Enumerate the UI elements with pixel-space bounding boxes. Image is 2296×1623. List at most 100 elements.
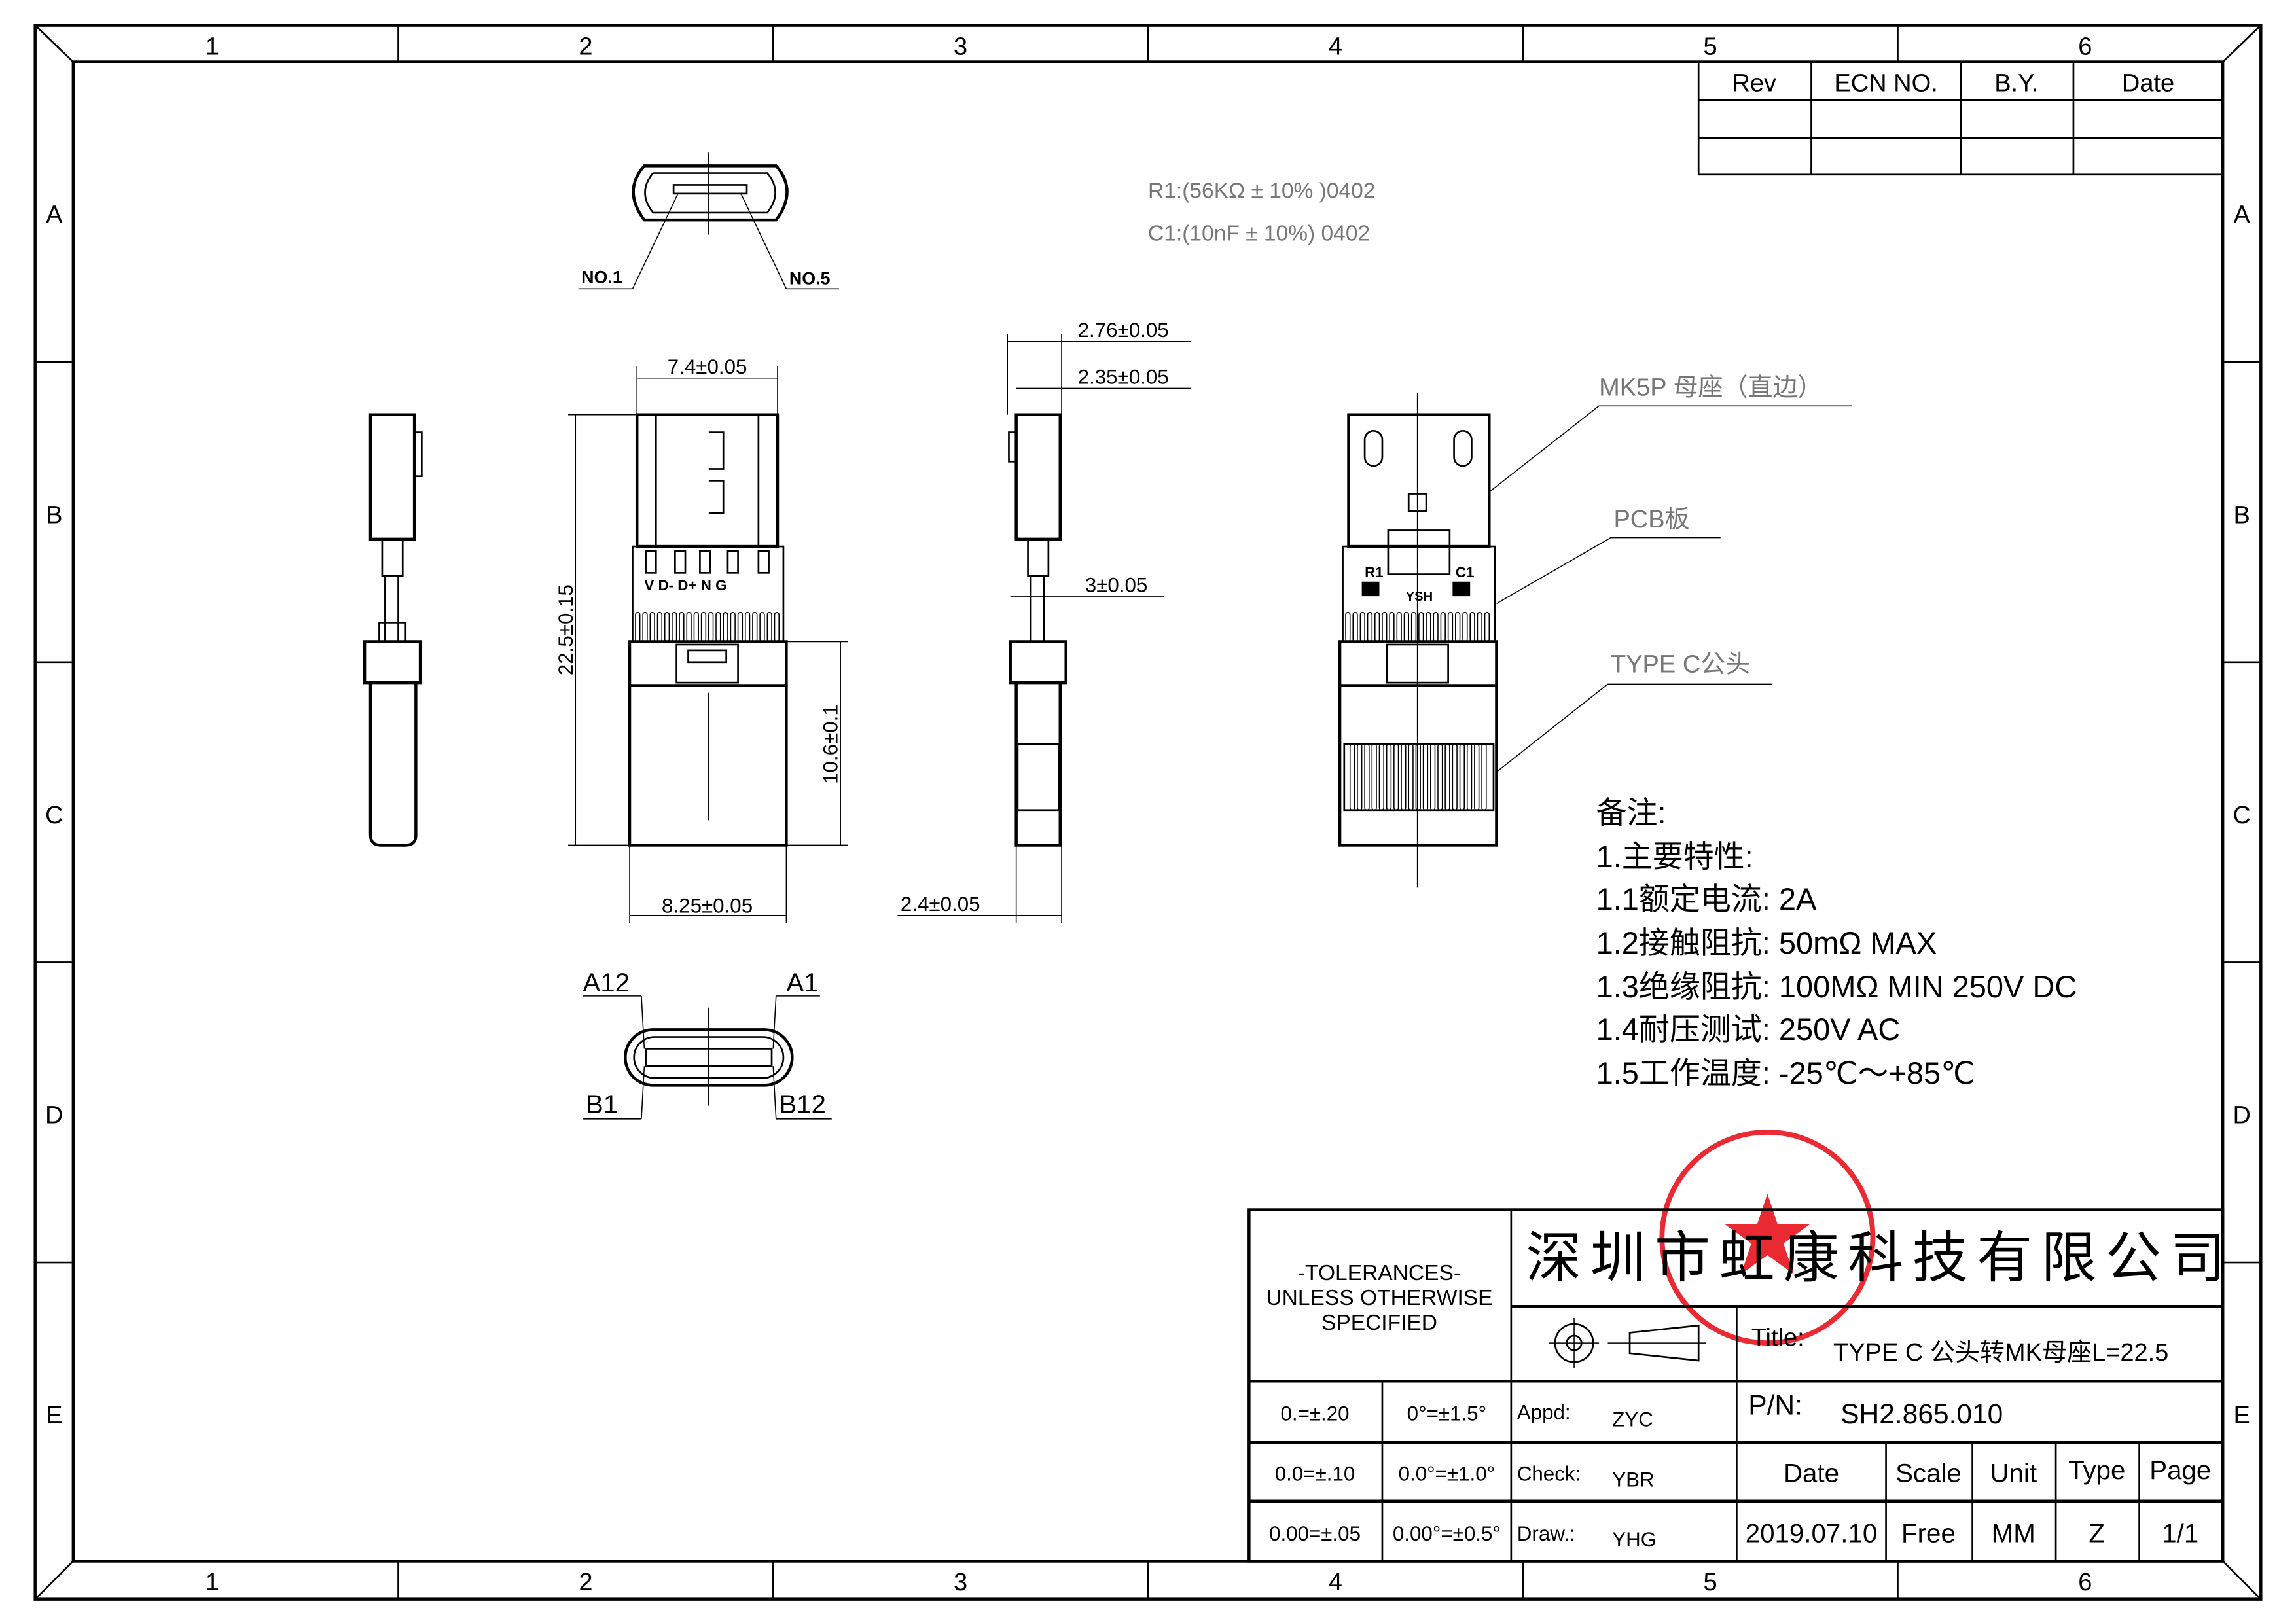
projection-symbol [1549,1318,1706,1368]
contact-pin [686,611,692,643]
column-label: 6 [2078,33,2092,60]
tolerance-value: 0°=±1.5° [1407,1402,1486,1425]
date-value: 2019.07.10 [1746,1518,1878,1548]
notes: 备注: 1.主要特性: 1.1额定电流: 2A 1.2接触阻抗: 50mΩ MA… [1596,795,2077,1090]
column-label: 3 [954,33,967,60]
dim-pcb-thickness: 3±0.05 [1085,573,1148,596]
title-block: 深圳市虹康科技有限公司 -TOLERANCES- UNLESS OTHERWIS… [1247,1208,2234,1563]
pcb-c1-label: C1 [1456,564,1475,580]
company-seal [1659,1130,1876,1346]
contact-pin [1386,743,1392,811]
date-header: Date [1784,1459,1839,1488]
title-label: Title: [1751,1325,1804,1352]
date-header: Date [2122,69,2174,97]
column-label: 4 [1329,1569,1342,1596]
contact-pin [693,611,699,643]
contact-pin [723,611,728,643]
pin-label-no1: NO.1 [581,267,622,287]
contact-pin [679,611,685,643]
company-name: 深圳市虹康科技有限公司 [1526,1227,2234,1289]
appd-label: Appd: [1517,1400,1571,1423]
dim-length: 22.5±0.15 [554,584,577,675]
row-label: B [2234,501,2250,529]
dim-thickness-1: 2.76±0.05 [1078,319,1169,342]
note-item: 1.5工作温度: -25℃～+85℃ [1596,1056,1975,1090]
draw-label: Draw.: [1517,1522,1575,1545]
dim-thickness-2: 2.35±0.05 [1078,366,1169,389]
contact-pin [1345,611,1351,643]
pin-label-b1: B1 [586,1090,618,1119]
contact-pin [1418,611,1424,643]
row-label: B [46,501,62,529]
contact-pin [1422,743,1429,811]
dim-width-bottom: 8.25±0.05 [662,894,753,917]
contact-pin [1367,611,1373,643]
top-view: V D- D+ N G [628,413,788,847]
column-label: 5 [1704,1569,1717,1596]
resistor-note: R1:(56KΩ ± 10% )0402 [1148,179,1375,204]
pin-label-no5: NO.5 [789,269,831,289]
contact-pin [1477,611,1482,643]
contact-pin [1359,611,1365,643]
pcb-r1-label: R1 [1365,564,1384,580]
capacitor-note: C1:(10nF ± 10%) 0402 [1148,221,1370,245]
column-label: 2 [579,1569,592,1596]
row-label: A [2234,202,2251,229]
contact-pin [1403,611,1410,643]
contact-pin [1437,743,1443,811]
callout-typec: TYPE C公头 [1611,651,1750,678]
tolerance-value: 0.=±.20 [1280,1402,1349,1425]
tolerance-value: 0.0=±.10 [1275,1462,1355,1485]
contact-pin [1396,611,1402,643]
draw-value: YHG [1612,1528,1657,1551]
side-view-right: 2.76±0.05 2.35±0.05 3±0.05 2.4±0.05 [897,319,1191,923]
typec-face-view: A12 A1 B1 B12 [583,968,832,1120]
contact-pin [1455,611,1461,643]
check-value: YBR [1612,1468,1654,1491]
contact-pin [1374,611,1380,643]
dim-plug-length: 10.6±0.1 [819,704,842,784]
contact-pin [752,611,758,643]
drawing-frame: 1 2 3 4 5 6 1 2 3 4 5 6 A B C D E A B C … [33,24,2263,1601]
pin-label-a1: A1 [786,968,818,997]
contact-pin [774,611,780,643]
contact-pin [1393,743,1399,811]
contact-pin [1382,611,1388,643]
by-header: B.Y. [1994,69,2038,97]
contact-pin [1466,743,1473,811]
contact-pin [1444,743,1450,811]
page-header: Page [2149,1455,2211,1485]
contact-pin [1378,743,1384,811]
contact-pin [700,611,707,643]
contact-pin [1389,611,1395,643]
pn-label: P/N: [1748,1391,1803,1421]
note-item: 1.主要特性: [1596,839,1753,874]
contact-pin [737,611,744,643]
assembly-view: R1 C1 YSH MK5P 母座（直边） PCB板 TYPE C公头 [1338,374,1853,888]
contact-pin [1484,611,1490,643]
note-item: 1.2接触阻抗: 50mΩ MAX [1596,925,1937,960]
contact-pin [1440,611,1446,643]
column-label: 1 [206,33,219,60]
column-label: 4 [1329,33,1342,60]
contact-pin [1452,743,1458,811]
row-label: A [46,202,63,229]
contact-pin [1408,743,1414,811]
column-label: 1 [206,1569,219,1596]
rev-header: Rev [1732,69,1776,97]
drawing-title: TYPE C 公头转MK母座L=22.5 [1833,1339,2168,1366]
contact-pin [1469,611,1475,643]
tolerance-value: 0.0°=±1.0° [1399,1462,1496,1485]
part-number: SH2.865.010 [1840,1399,2003,1430]
tolerances-title: -TOLERANCES- [1298,1261,1461,1285]
row-label: E [46,1402,62,1429]
contact-pin [708,611,714,643]
micro-usb-face-view: NO.1 NO.5 [578,152,839,290]
row-label: D [45,1102,63,1130]
column-label: 6 [2078,1569,2092,1596]
pin-label-b12: B12 [779,1090,826,1119]
type-header: Type [2068,1455,2125,1485]
appd-value: ZYC [1612,1408,1653,1431]
pcb-brand-label: YSH [1406,590,1433,604]
contact-pin [1459,743,1465,811]
